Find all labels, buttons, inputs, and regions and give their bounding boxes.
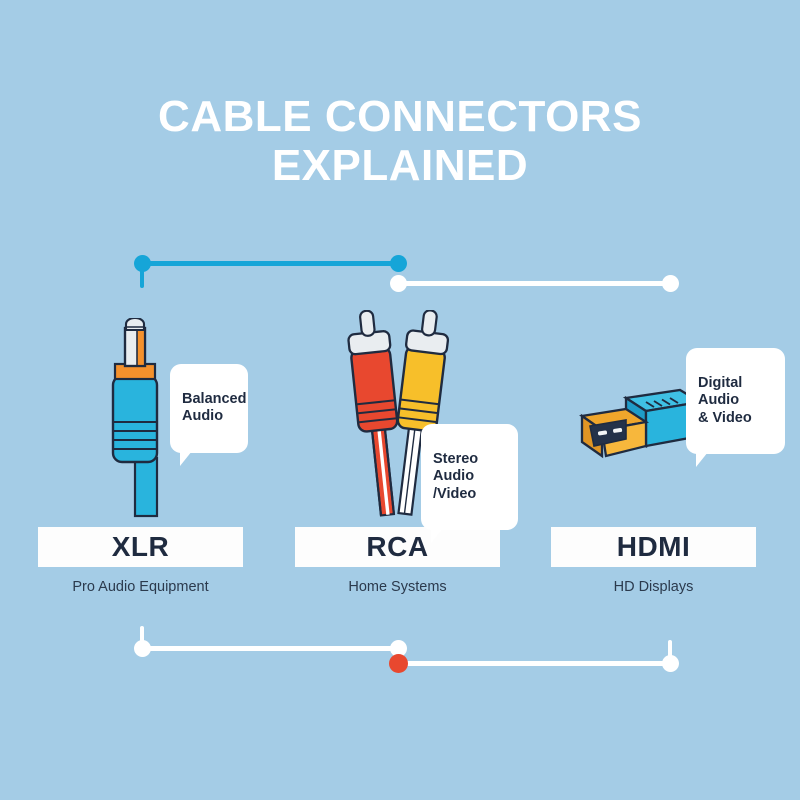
callout-stereo-audio-video: Stereo Audio /Video	[421, 424, 518, 544]
timeline-bottom-right-rail	[398, 661, 670, 666]
callout-stereo-audio-video-tail	[431, 528, 443, 544]
timeline-bottom-red-dot	[389, 654, 408, 673]
sublabel-rca: Home Systems	[348, 579, 447, 595]
callout-digital-audio-video-text: Digital Audio & Video	[698, 374, 752, 427]
timeline-top-mid-dot	[390, 255, 407, 272]
timeline-bottom-right-tick	[668, 640, 672, 662]
label-card-hdmi-name: HDMI	[616, 531, 691, 562]
callout-balanced-audio-text: Balanced Audio	[182, 390, 247, 425]
timeline-bottom-right-dot	[662, 655, 679, 672]
timeline-bottom-left-dot	[134, 640, 151, 657]
rca-connector-illustration	[340, 309, 460, 520]
page-title-line-1: CABLE CONNECTORS	[158, 92, 642, 141]
sublabel-hdmi: HD Displays	[613, 579, 694, 595]
timeline-top-blue-rail	[142, 261, 400, 266]
label-card-rca[interactable]: RCA	[295, 527, 500, 567]
callout-stereo-audio-video-text: Stereo Audio /Video	[433, 450, 479, 503]
callout-digital-audio-video-tail	[696, 452, 708, 468]
callout-balanced-audio-tail	[180, 450, 192, 466]
timeline-bottom-mid-dot	[390, 640, 407, 657]
timeline-top-left-dot	[134, 255, 151, 272]
timeline-top-left-tick	[140, 266, 144, 288]
page-title: CABLE CONNECTORS EXPLAINED	[0, 92, 800, 191]
timeline-bottom-left-tick	[140, 626, 144, 648]
xlr-connector-illustration	[95, 316, 205, 518]
timeline-top-white-start-dot	[390, 275, 407, 292]
sublabel-xlr: Pro Audio Equipment	[72, 579, 209, 595]
label-card-xlr-name: XLR	[111, 531, 170, 562]
label-card-hdmi[interactable]: HDMI	[551, 527, 756, 567]
timeline-top-white-rail	[398, 281, 670, 286]
callout-balanced-audio: Balanced Audio	[170, 364, 248, 466]
timeline-bottom-left-rail	[142, 646, 400, 651]
timeline-top-white-end-dot	[662, 275, 679, 292]
label-card-rca-name: RCA	[366, 531, 429, 562]
label-card-xlr[interactable]: XLR	[38, 527, 243, 567]
callout-digital-audio-video: Digital Audio & Video	[686, 348, 785, 468]
page-title-line-2: EXPLAINED	[271, 141, 529, 191]
